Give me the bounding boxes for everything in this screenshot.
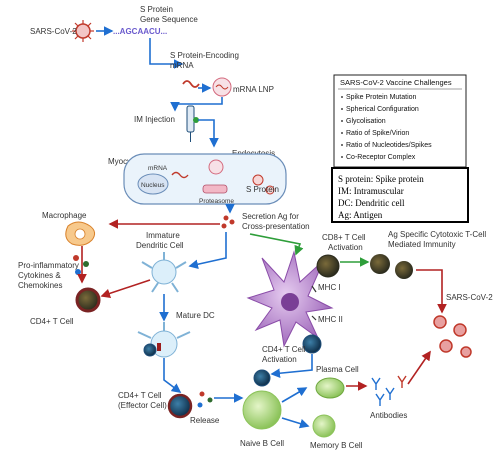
ribosome-mrna-icon <box>171 171 189 179</box>
myocyte-cell <box>123 153 287 205</box>
cd4-t-cell-left-label: CD4+ T Cell <box>30 317 74 326</box>
abbreviation-item: S protein: Spike protein <box>338 174 424 184</box>
s-protein-label: S Protein <box>246 185 279 194</box>
gene-sequence-text: ...AGCAACU... <box>113 27 167 36</box>
arrow-b-to-memory <box>281 417 310 429</box>
macrophage-label: Macrophage <box>42 211 87 220</box>
s-protein-encoding-mrna-label-2: mRNA <box>170 61 194 70</box>
arrow-cd4-to-b-cell <box>270 354 313 378</box>
s-protein-gene-sequence-label-1: S Protein <box>140 5 173 14</box>
proteasome-label: Proteasome <box>199 198 234 205</box>
arrow-antibodies-to-virus <box>407 350 431 385</box>
mrna-lnp-label: mRNA LNP <box>233 85 274 94</box>
ag-specific-label-1: Ag Specific Cytotoxic T-Cell <box>388 230 486 239</box>
secretion-label-1: Secretion Ag for <box>242 212 299 221</box>
pro-inflammatory-label-3: Chemokines <box>18 281 62 290</box>
cd4-t-cell-center-icon <box>253 369 271 387</box>
released-cytokine-icons <box>197 391 213 408</box>
activated-dendritic-cell-icon <box>246 250 334 348</box>
mhc-receptor-icons <box>311 285 317 321</box>
mrna-strand-icon <box>182 80 200 88</box>
cd4-effector-label-2: (Effector Cell) <box>118 401 167 410</box>
challenge-item: Glycolisation <box>346 118 386 125</box>
immature-dendritic-cell-icon <box>141 252 187 293</box>
arrow-secretion-to-center-dc <box>249 233 304 256</box>
mature-dendritic-cell-icon <box>137 322 191 358</box>
syringe-icon <box>186 105 199 142</box>
cd8-activation-label-2: Activation <box>328 243 363 252</box>
challenge-item: Ratio of Spike/Virion <box>346 130 409 137</box>
cd4-effector-cell-icon <box>167 393 193 419</box>
sars-cov2-virus-top <box>72 20 94 42</box>
sars-cov2-virus-cluster <box>433 315 472 358</box>
nucleus <box>137 173 169 195</box>
cd4-activation-label-2: Activation <box>262 355 297 364</box>
cd4-activation-label-1: CD4+ T Cell <box>262 345 306 354</box>
immature-dc-label-2: Dendritic Cell <box>136 241 184 250</box>
ag-specific-label-2: Mediated Immunity <box>388 240 456 249</box>
plasma-cell-icon <box>315 377 345 399</box>
arrow-lnp-to-injection <box>170 97 223 112</box>
pro-inflammatory-label-2: Cytokines & <box>18 271 61 280</box>
naive-b-cell-icon <box>242 390 282 430</box>
plasma-cell-label: Plasma Cell <box>316 365 359 374</box>
release-label: Release <box>190 416 220 425</box>
vaccine-challenges-box: SARS-CoV-2 Vaccine Challenges Spike Prot… <box>333 74 467 168</box>
cd4-effector-label-1: CD4+ T Cell <box>118 391 162 400</box>
memory-b-cell-icon <box>312 414 336 438</box>
challenge-item: Spherical Configuration <box>346 106 419 113</box>
challenges-title: SARS-CoV-2 Vaccine Challenges <box>340 78 452 87</box>
mhc-ii-label: MHC II <box>318 315 343 324</box>
mrna-label: mRNA <box>148 165 168 172</box>
s-protein-encoding-mrna-label-1: S Protein-Encoding <box>170 51 239 60</box>
abbreviations-box: S protein: Spike protein IM: Intramuscul… <box>331 167 469 223</box>
lnp-in-cell-icon <box>208 159 224 175</box>
abbreviation-item: DC: Dendritic cell <box>338 198 405 208</box>
proteasome-icon <box>202 184 228 194</box>
nucleus-label: Nucleus <box>141 182 165 189</box>
mature-dc-label: Mature DC <box>176 311 215 320</box>
abbreviation-item: IM: Intramuscular <box>338 186 404 196</box>
im-injection-label: IM Injection <box>134 115 175 124</box>
arrow-secretion-to-immature-dc <box>188 232 227 269</box>
cytokine-icons <box>73 255 89 275</box>
memory-b-cell-label: Memory B Cell <box>310 441 363 450</box>
antibodies-label: Antibodies <box>370 411 407 420</box>
arrow-cytotoxic-to-virus <box>416 269 447 314</box>
s-protein-in-cell-icon <box>252 174 275 195</box>
cd4-t-cell-left-icon <box>75 287 101 313</box>
antibody-icons <box>371 375 407 406</box>
arrow-mature-dc-to-effector <box>163 358 182 393</box>
challenge-item: Ratio of Nucleotides/Spikes <box>346 142 432 149</box>
pro-inflammatory-label-1: Pro-inflammatory <box>18 261 79 270</box>
cytotoxic-t-cell-icons <box>370 254 413 279</box>
secreted-antigen-icon <box>221 215 235 229</box>
mhc-i-label: MHC I <box>318 283 341 292</box>
secretion-label-2: Cross-presentation <box>242 222 310 231</box>
cd4-activation-cell-icon <box>302 334 322 354</box>
arrow-b-to-plasma <box>281 387 308 403</box>
challenge-item: Co-Receptor Complex <box>346 154 416 161</box>
sars-cov2-label-right: SARS-CoV-2 <box>446 293 493 302</box>
immature-dc-label-1: Immature <box>146 231 180 240</box>
challenge-item: Spike Protein Mutation <box>346 94 417 101</box>
abbreviation-item: Ag: Antigen <box>338 210 383 220</box>
macrophage-icon <box>65 221 96 246</box>
cd8-t-cell-icon <box>316 254 340 278</box>
cd8-activation-label-1: CD8+ T Cell <box>322 233 366 242</box>
myocyte-label: Myocyte <box>108 157 138 166</box>
arrow-sequence-to-mrna <box>149 38 184 69</box>
arrow-dc-to-cd4-left <box>100 279 151 299</box>
mrna-lnp-icon <box>212 77 232 97</box>
naive-b-cell-label: Naive B Cell <box>240 439 284 448</box>
sars-cov2-label-top: SARS-CoV-2 <box>30 27 77 36</box>
arrow-injection-to-endocytosis <box>198 119 219 148</box>
s-protein-gene-sequence-label-2: Gene Sequence <box>140 15 198 24</box>
